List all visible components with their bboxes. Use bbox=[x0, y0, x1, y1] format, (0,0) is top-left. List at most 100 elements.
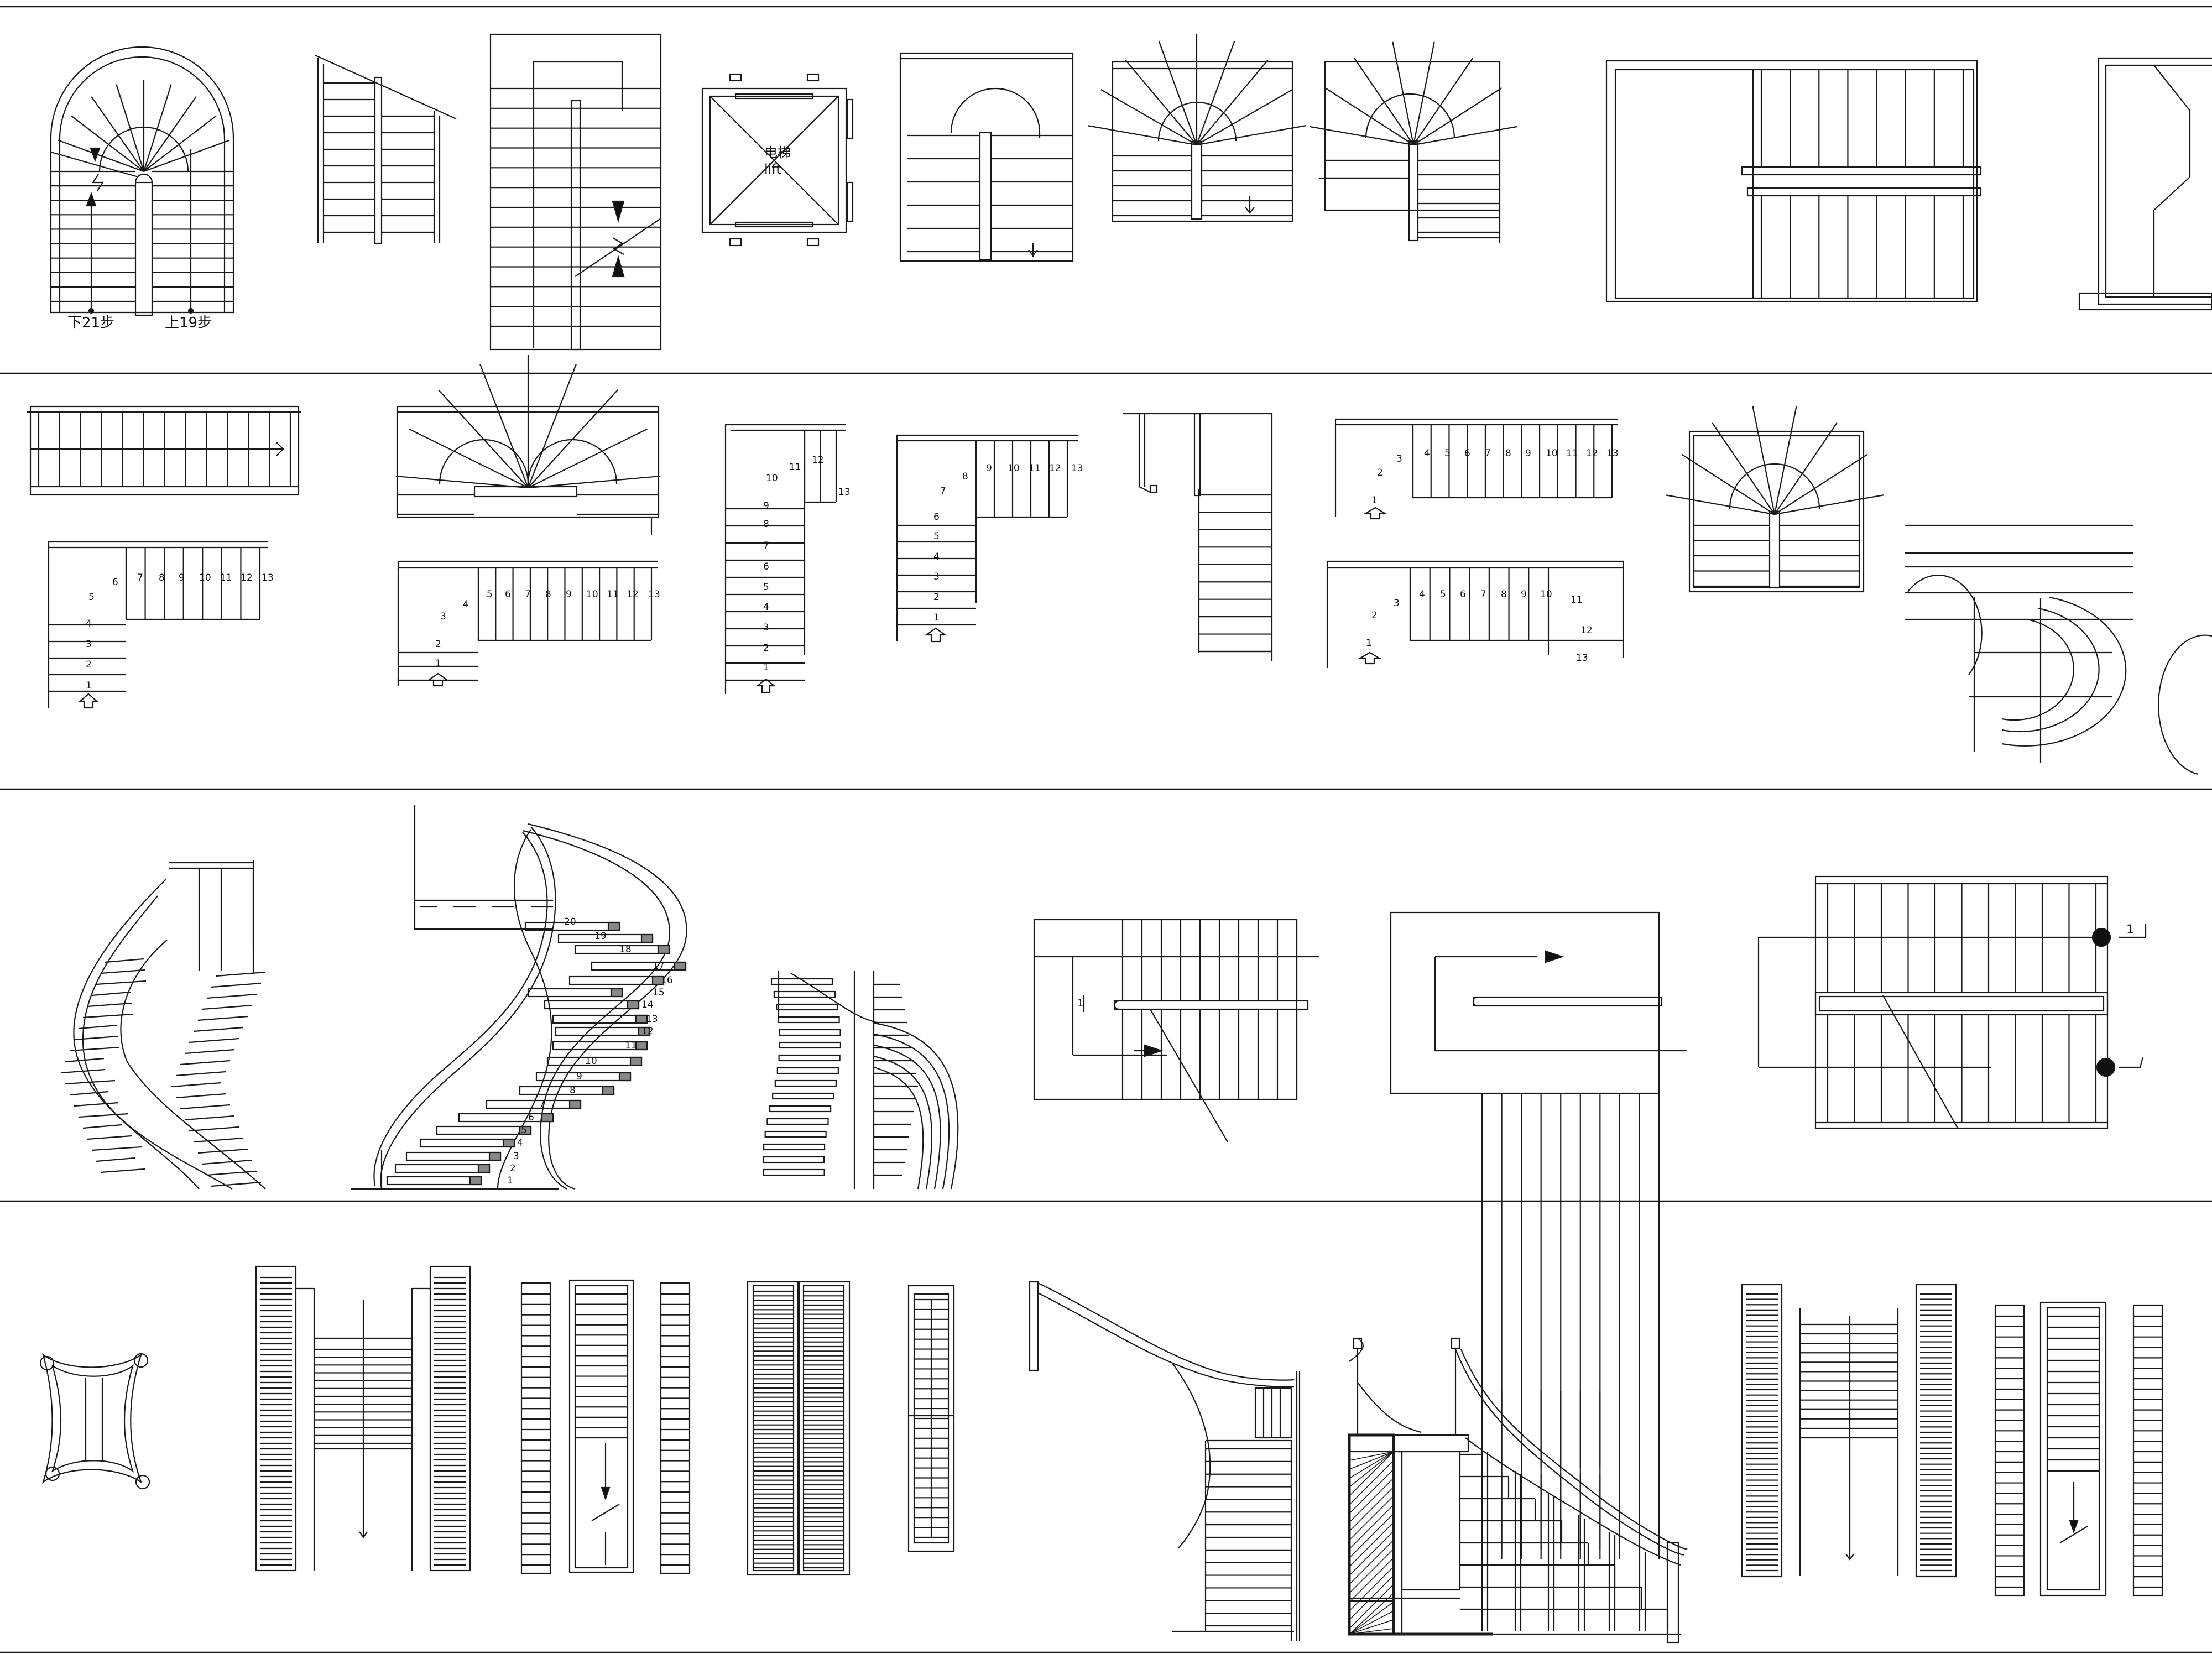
step-number: 10 bbox=[1540, 589, 1552, 600]
step-number: 13 bbox=[262, 572, 274, 583]
step-number: 12 bbox=[241, 572, 253, 583]
stair-tread bbox=[405, 1151, 502, 1161]
stair-tread bbox=[555, 1026, 651, 1036]
stair-line bbox=[1349, 1548, 1394, 1594]
stair-line bbox=[1349, 1619, 1394, 1635]
step-number: 2 bbox=[933, 592, 940, 603]
step-number: 10 bbox=[585, 1056, 597, 1067]
step-number: 1 bbox=[763, 662, 769, 673]
step-number: 3 bbox=[763, 622, 769, 633]
stair-line bbox=[1349, 1504, 1394, 1550]
step-number: 3 bbox=[1394, 598, 1400, 609]
step-number: 8 bbox=[570, 1085, 576, 1096]
stair-line bbox=[1349, 1566, 1394, 1611]
stair-line bbox=[1774, 494, 1884, 515]
stair-tread bbox=[778, 1016, 840, 1024]
stair-tread bbox=[766, 1118, 829, 1125]
step-number: 6 bbox=[528, 1112, 534, 1123]
fan-stair-plan-b bbox=[395, 355, 661, 535]
step-number: 7 bbox=[1480, 589, 1486, 600]
stair-line bbox=[175, 1093, 226, 1099]
elevator-label-en: lift bbox=[764, 161, 781, 177]
stair-tread bbox=[502, 1138, 515, 1148]
stair-line bbox=[69, 1046, 120, 1052]
sheet-frame bbox=[0, 6, 2212, 1653]
stair-line bbox=[143, 96, 197, 172]
step-number: 9 bbox=[576, 1071, 582, 1082]
double-flight-landing-plan bbox=[1605, 60, 1982, 302]
step-number: 7 bbox=[525, 589, 531, 600]
double-flight-plan bbox=[315, 54, 457, 244]
narrow-flight-plan bbox=[907, 1285, 955, 1552]
step-number: 13 bbox=[646, 1014, 658, 1025]
stair-tread bbox=[458, 1113, 554, 1123]
step-number: 10 bbox=[1546, 448, 1558, 459]
stair-tread bbox=[763, 1143, 826, 1151]
stair-tread bbox=[394, 1164, 491, 1173]
stair-line bbox=[58, 139, 144, 173]
stair-line bbox=[395, 475, 529, 489]
stair-line bbox=[175, 1071, 226, 1077]
step-number: 10 bbox=[766, 473, 778, 484]
stair-line bbox=[1349, 1486, 1394, 1532]
stair-line bbox=[69, 1091, 109, 1096]
stair-line bbox=[1158, 40, 1198, 145]
stair-line bbox=[1349, 1522, 1394, 1567]
stair-line bbox=[1349, 1451, 1394, 1496]
step-number: 3 bbox=[1396, 453, 1402, 465]
step-number: 10 bbox=[586, 589, 598, 600]
stair-tread bbox=[552, 1014, 648, 1024]
step-number: 4 bbox=[1419, 589, 1425, 600]
stair-line bbox=[211, 1181, 262, 1187]
section-mark-label-a: 1 bbox=[1077, 998, 1083, 1009]
stair-line bbox=[171, 1082, 222, 1088]
step-number: 6 bbox=[505, 589, 511, 600]
stair-tread bbox=[541, 1113, 554, 1123]
stair-line bbox=[1712, 422, 1775, 515]
stair-line bbox=[100, 1168, 145, 1173]
step-number: 5 bbox=[1444, 448, 1451, 459]
step-number: 8 bbox=[962, 471, 968, 482]
step-number: 2 bbox=[435, 639, 441, 650]
balustrade-plan-a bbox=[27, 405, 301, 496]
stair-line bbox=[180, 1104, 231, 1110]
step-number: 11 bbox=[607, 589, 619, 600]
step-number: 6 bbox=[1460, 589, 1466, 600]
step-number: 11 bbox=[220, 572, 232, 583]
step-number: 5 bbox=[1440, 589, 1446, 600]
stair-tread bbox=[544, 1000, 640, 1010]
stair-line bbox=[202, 1159, 253, 1165]
side-rail-stair-plan bbox=[1123, 413, 1273, 661]
stair-line bbox=[1349, 1451, 1394, 1470]
stair-line bbox=[1349, 1495, 1394, 1541]
step-number: 13 bbox=[838, 487, 851, 498]
stair-line bbox=[211, 982, 262, 988]
stair-tread bbox=[618, 1072, 632, 1082]
stair-line bbox=[1349, 1584, 1394, 1629]
stair-tread bbox=[640, 933, 654, 943]
stair-line bbox=[1412, 41, 1435, 145]
step-number: 20 bbox=[564, 916, 576, 927]
stair-line bbox=[82, 1124, 122, 1129]
escalator-stair-plan-a bbox=[255, 1265, 471, 1572]
stair-line bbox=[87, 1002, 132, 1008]
step-number: 8 bbox=[1505, 448, 1511, 459]
stair-line bbox=[1196, 60, 1269, 145]
step-number: 2 bbox=[763, 643, 769, 654]
stair-tread bbox=[627, 1000, 640, 1010]
step-number: 4 bbox=[1424, 448, 1430, 459]
stair-tread bbox=[436, 1125, 532, 1135]
stair-line bbox=[74, 1035, 119, 1041]
stair-line bbox=[206, 993, 257, 999]
escalator-plan-b bbox=[747, 1281, 851, 1576]
step-number: 4 bbox=[763, 602, 769, 613]
step-number: 5 bbox=[88, 592, 95, 603]
step-number: 13 bbox=[1606, 448, 1619, 459]
step-number: 11 bbox=[1566, 448, 1578, 459]
stair-tread bbox=[519, 1125, 532, 1135]
stair-line bbox=[100, 969, 145, 974]
stair-line bbox=[91, 96, 144, 172]
stair-line bbox=[96, 980, 147, 985]
step-number: 3 bbox=[86, 639, 92, 650]
stair-line bbox=[96, 1157, 135, 1162]
